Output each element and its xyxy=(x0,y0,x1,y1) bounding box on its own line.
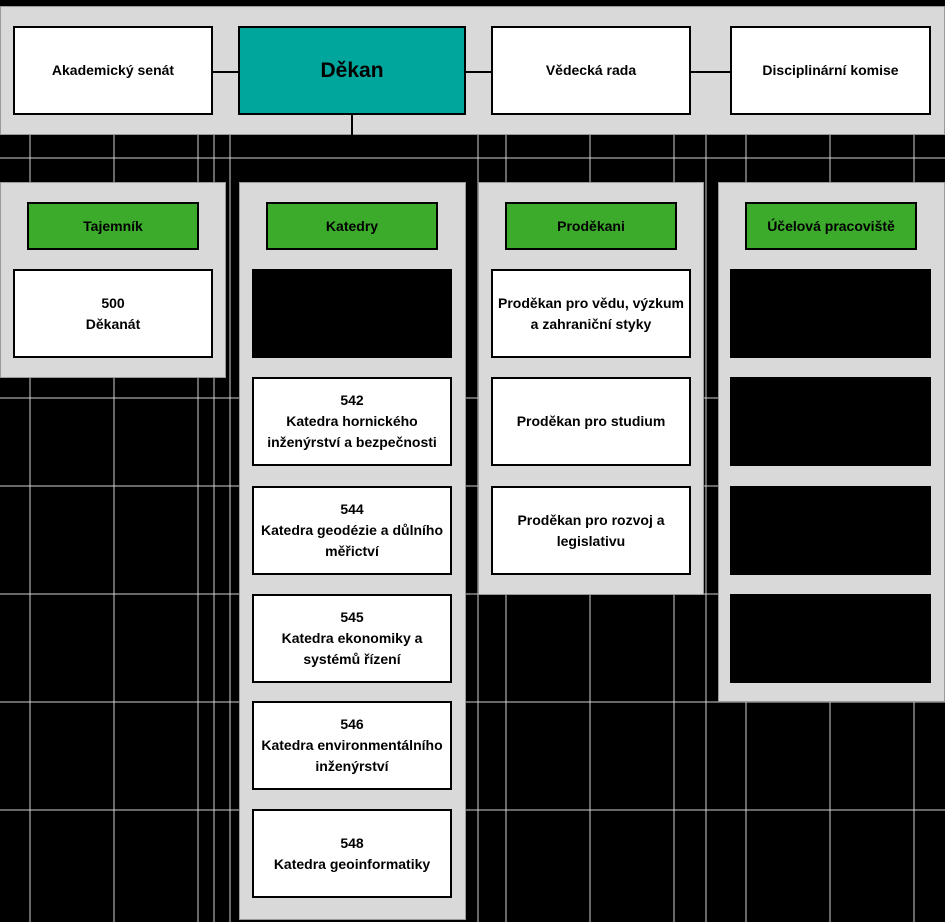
ucelova-box-3 xyxy=(730,486,931,575)
prodekan-studium-box: Proděkan pro studium xyxy=(491,377,691,466)
katedra-542-box: 542 Katedra hornického inženýrství a bez… xyxy=(252,377,452,466)
prodekan-rozvoj-box: Proděkan pro rozvoj a legislativu xyxy=(491,486,691,575)
katedra-545-box: 545 Katedra ekonomiky a systémů řízení xyxy=(252,594,452,683)
katedra-544-box: 544 Katedra geodézie a důlního měřictví xyxy=(252,486,452,575)
dean-box: Děkan xyxy=(238,26,466,115)
senate-box: Akademický senát xyxy=(13,26,213,115)
disciplinary-committee-box: Disciplinární komise xyxy=(730,26,931,115)
connector-board-disciplinary xyxy=(690,71,732,73)
katedra-548-box: 548 Katedra geoinformatiky xyxy=(252,809,452,898)
ucelova-box-4 xyxy=(730,594,931,683)
connector-senate-dean xyxy=(212,71,240,73)
katedra-box xyxy=(252,269,452,358)
scientific-board-box: Vědecká rada xyxy=(491,26,691,115)
connector-dean-down xyxy=(351,114,353,135)
connector-dean-board xyxy=(464,71,492,73)
ucelova-box-1 xyxy=(730,269,931,358)
prodekan-veda-box: Proděkan pro vědu, výzkum a zahraniční s… xyxy=(491,269,691,358)
ucelova-box-2 xyxy=(730,377,931,466)
katedra-546-box: 546 Katedra environmentálního inženýrstv… xyxy=(252,701,452,790)
katedry-header: Katedry xyxy=(266,202,438,250)
dekanat-box: 500 Děkanát xyxy=(13,269,213,358)
tajemnik-header: Tajemník xyxy=(27,202,199,250)
prodekani-header: Proděkani xyxy=(505,202,677,250)
ucelova-header: Účelová pracoviště xyxy=(745,202,917,250)
